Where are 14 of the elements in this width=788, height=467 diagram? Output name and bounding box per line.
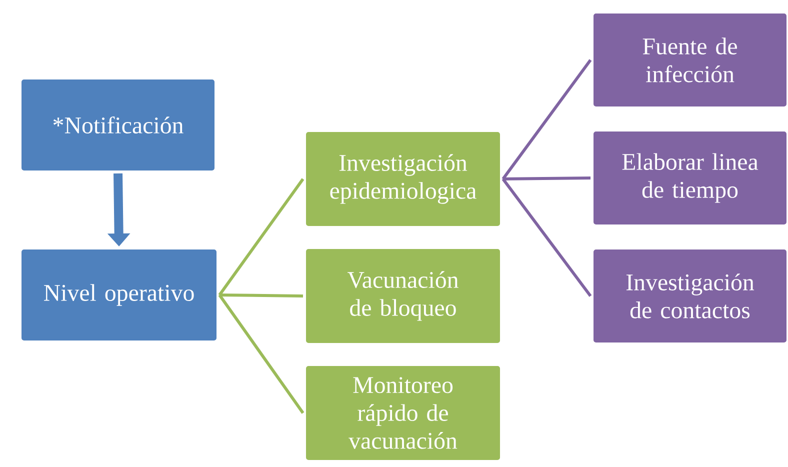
process-box: *Notificación	[18, 76, 218, 174]
connector-line	[502, 59, 592, 180]
process-box: Investigación epidemiologica	[303, 129, 503, 229]
process-box: Elaborar linea de tiempo	[590, 128, 788, 228]
process-box: Vacunación de bloqueo	[303, 246, 503, 346]
process-box: Fuente de infección	[590, 10, 788, 110]
connector-line	[502, 178, 592, 297]
connector-line	[219, 294, 304, 298]
process-box: Nivel operativo	[18, 246, 220, 344]
connector-line	[218, 178, 304, 296]
connector-line	[502, 176, 591, 180]
connector-line	[218, 294, 304, 414]
process-box: Investigación de contactos	[590, 246, 788, 346]
process-box: Monitoreo rápido de vacunación	[303, 363, 503, 463]
